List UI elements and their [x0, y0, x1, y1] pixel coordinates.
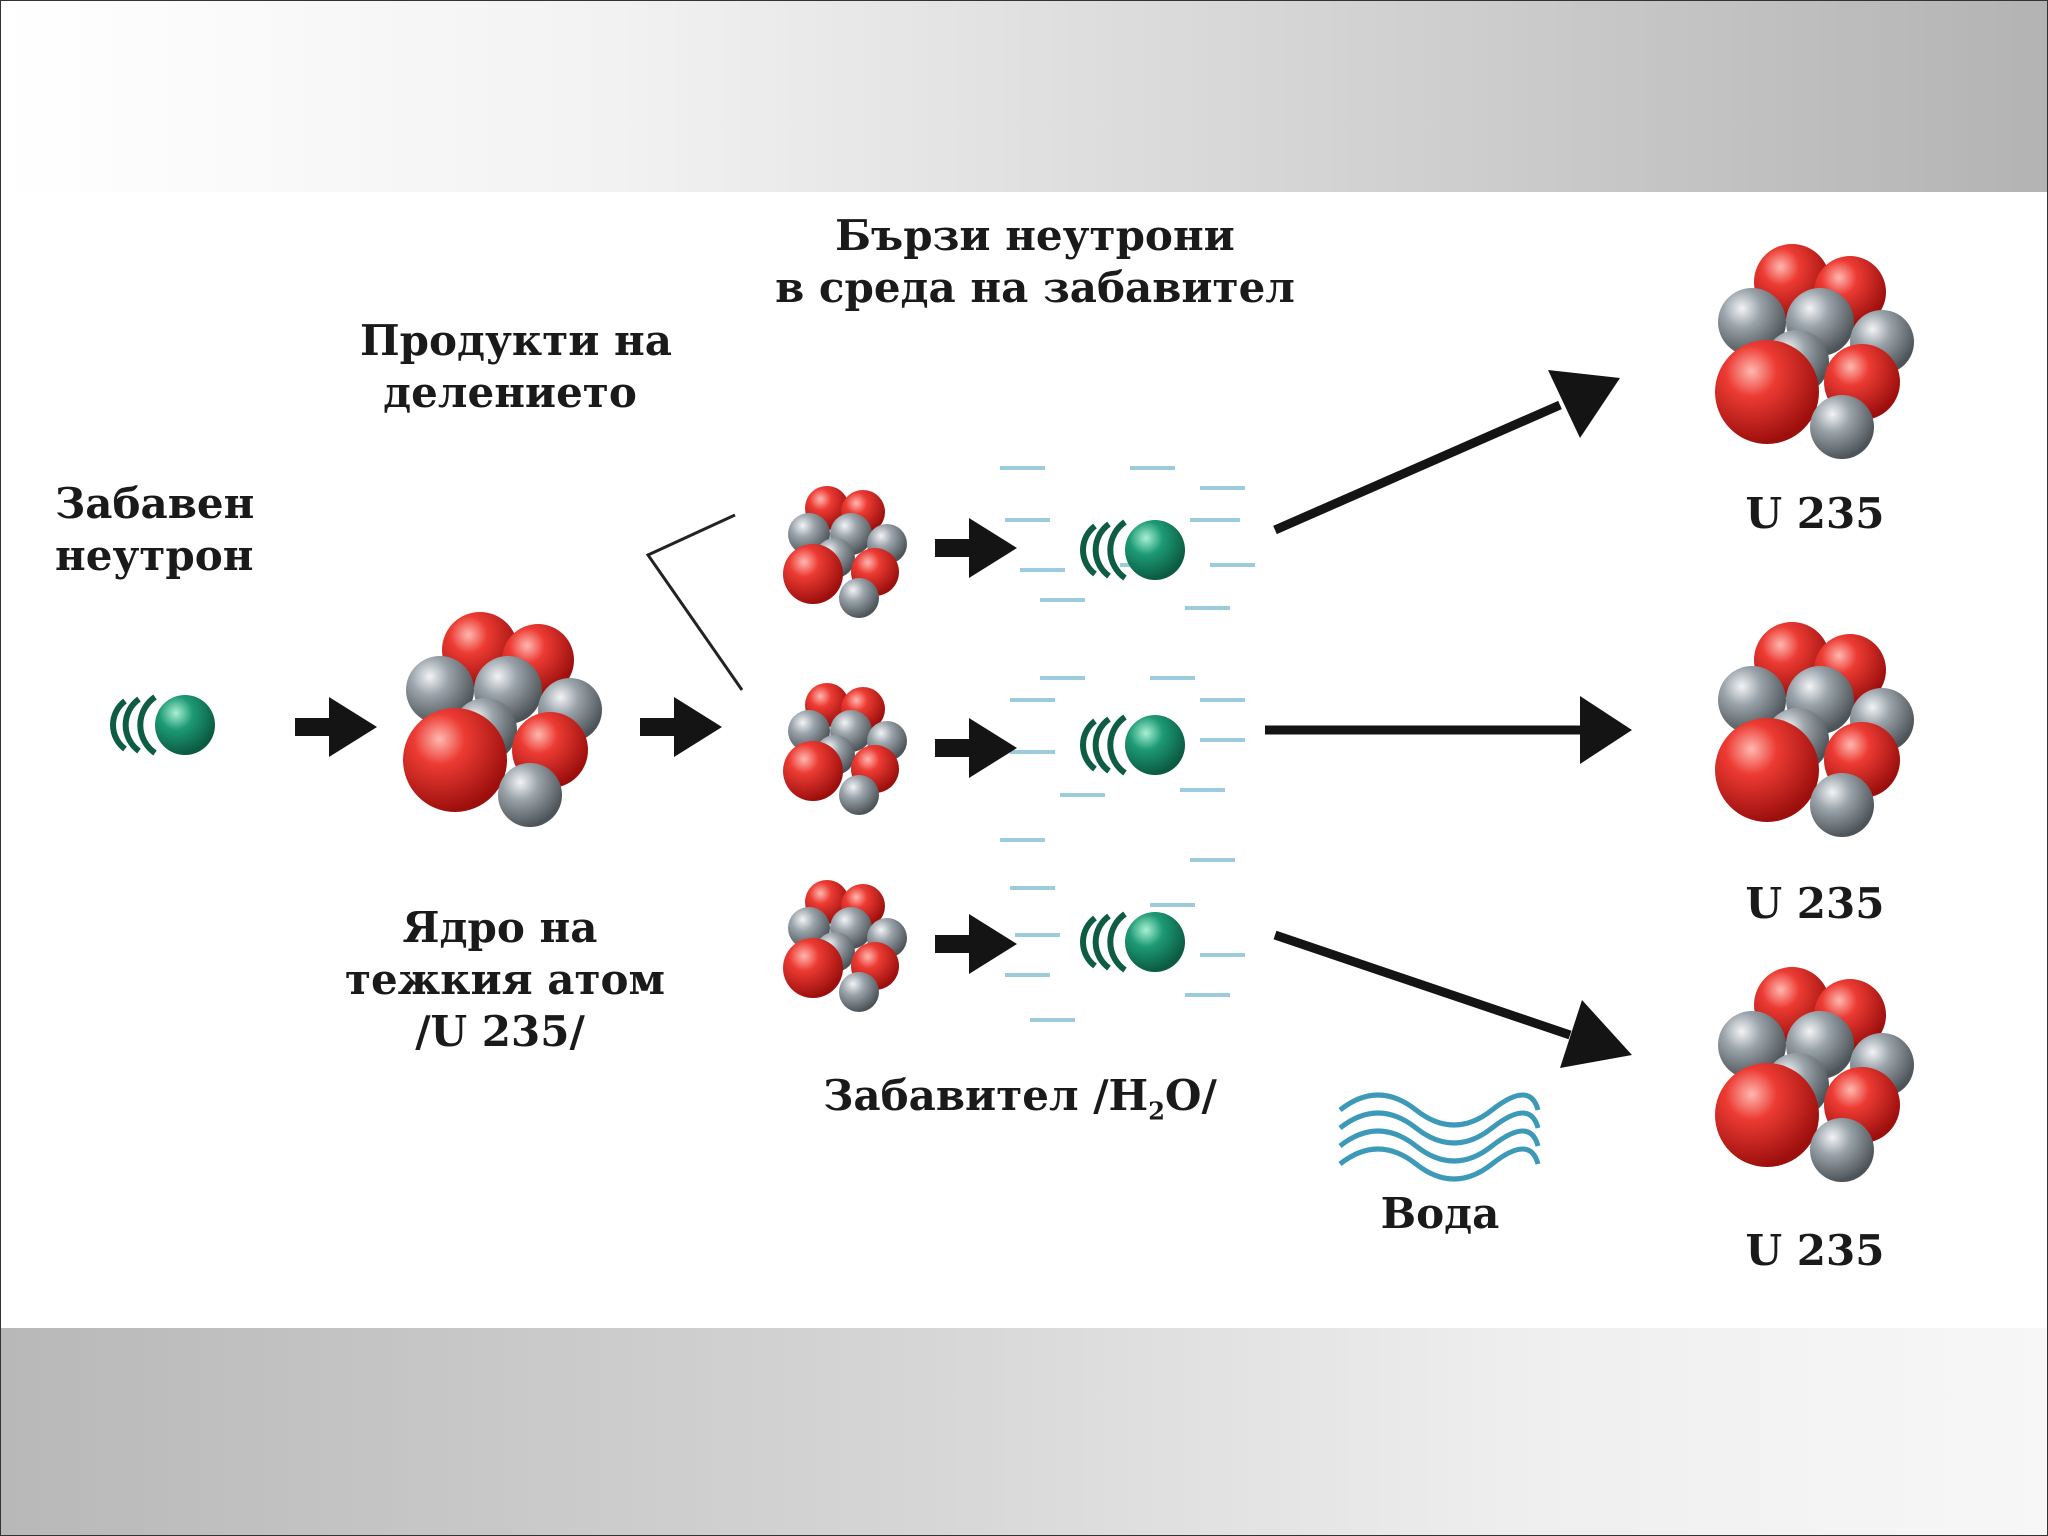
- arrow-to-u235-bottom: [1273, 930, 1632, 1068]
- nucleus-line-3: /U 235/: [415, 1007, 585, 1056]
- moderator-dashes-1: [1000, 466, 1255, 610]
- fast-neutron-3-icon: [1083, 912, 1185, 972]
- nucleus-line-2: тежкия атом: [345, 955, 666, 1004]
- fission-products-line-1: Продукти на: [360, 316, 673, 365]
- slow-neutron-line-1: Забавен: [55, 479, 255, 528]
- fission-product-3-icon: [783, 880, 907, 1012]
- fission-product-2-icon: [783, 683, 907, 815]
- u235-label-1: U 235: [1715, 488, 1915, 540]
- fission-products-line-2: делението: [383, 368, 637, 417]
- arrow-product-2: [935, 718, 1017, 778]
- arrow-to-nucleus: [295, 697, 377, 757]
- top-band: [0, 0, 2048, 192]
- fast-neutrons-line-2: в среда на забавител: [775, 263, 1295, 312]
- u235-label-3-text: U 235: [1745, 1226, 1885, 1275]
- u235-label-2-text: U 235: [1745, 879, 1885, 928]
- water-text: Вода: [1380, 1189, 1500, 1238]
- fission-products-label: Продукти на делението: [360, 315, 673, 419]
- nucleus-line-1: Ядро на: [402, 903, 598, 952]
- u235-target-2-icon: [1715, 622, 1914, 837]
- u235-target-1-icon: [1715, 244, 1914, 459]
- fission-product-1-icon: [783, 486, 907, 618]
- slow-neutron-icon: [113, 695, 215, 755]
- fast-neutron-1-icon: [1083, 520, 1185, 580]
- arrow-to-products: [640, 697, 722, 757]
- moderator-label: Забавител /H2O/: [820, 1070, 1220, 1137]
- fast-neutrons-line-1: Бързи неутрони: [835, 211, 1235, 260]
- u235-label-2: U 235: [1715, 878, 1915, 930]
- moderator-dashes-3: [1005, 886, 1245, 1022]
- moderator-suffix: O/: [1164, 1071, 1217, 1120]
- slow-neutron-label: Забавен неутрон: [55, 478, 254, 582]
- water-waves-icon: [1338, 1092, 1541, 1182]
- moderator-text: Забавител /H2O/: [823, 1071, 1217, 1125]
- bottom-band: [0, 1328, 2048, 1536]
- u235-target-3-icon: [1715, 967, 1914, 1182]
- u235-label-1-text: U 235: [1745, 489, 1885, 538]
- arrow-to-u235-middle: [1265, 696, 1632, 764]
- nucleus-label: Ядро на тежкия атом /U 235/: [345, 902, 666, 1058]
- u235-label-3: U 235: [1715, 1225, 1915, 1277]
- fast-neutrons-label: Бързи неутрони в среда на забавител: [770, 210, 1300, 314]
- slow-neutron-line-2: неутрон: [55, 531, 254, 580]
- u235-nucleus-icon: [403, 612, 602, 827]
- moderator-dashes-2: [1000, 676, 1245, 862]
- moderator-subscript: 2: [1148, 1096, 1165, 1126]
- water-label: Вода: [1340, 1188, 1540, 1240]
- products-pointer-line: [645, 513, 744, 691]
- moderator-prefix: Забавител /H: [823, 1071, 1149, 1120]
- fast-neutron-2-icon: [1083, 715, 1185, 775]
- arrow-to-u235-top: [1273, 370, 1620, 535]
- arrow-product-1: [935, 518, 1017, 578]
- arrow-product-3: [935, 914, 1017, 974]
